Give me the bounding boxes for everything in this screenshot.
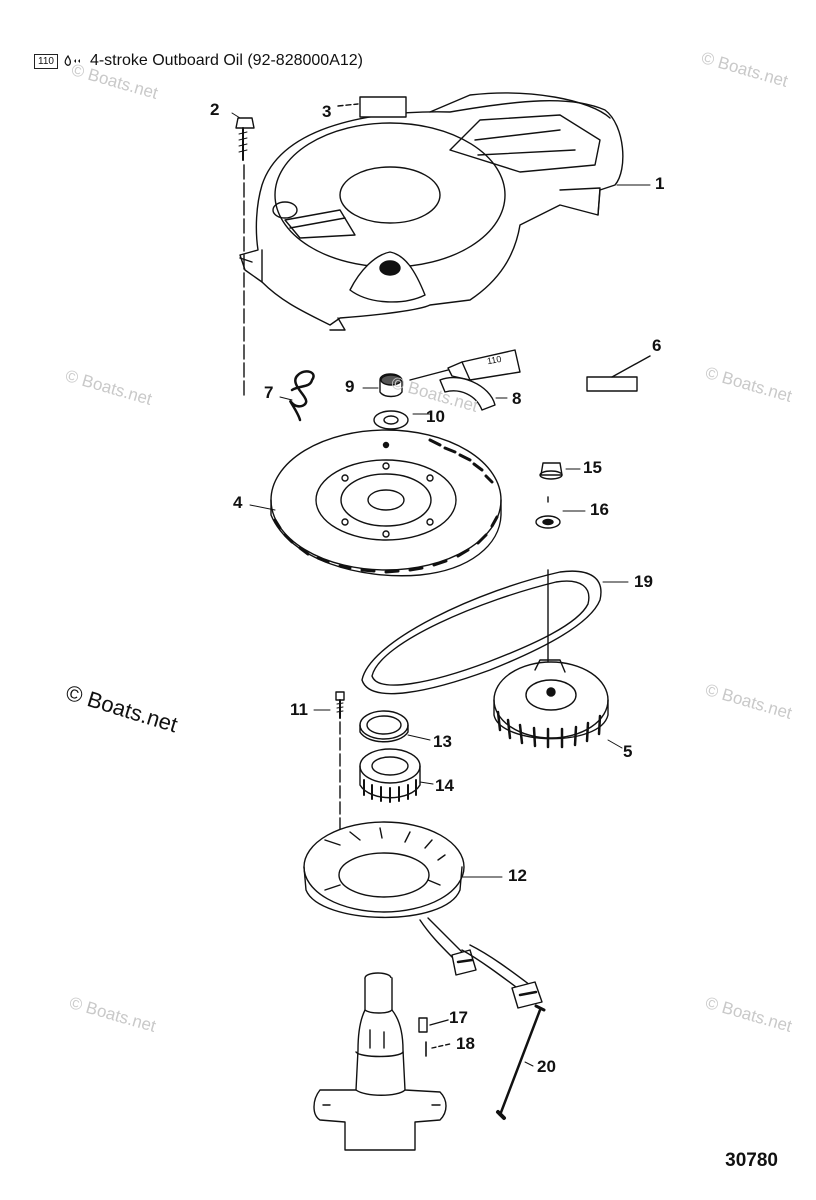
callout-12: 12 <box>508 866 527 885</box>
callout-14: 14 <box>435 776 454 795</box>
decal-part-6 <box>586 376 638 392</box>
crankshaft <box>313 972 447 1151</box>
pin-part-17 <box>418 1017 428 1033</box>
callout-20: 20 <box>537 1057 556 1076</box>
figure-number: 30780 <box>725 1150 778 1171</box>
screw-part-11 <box>335 691 345 841</box>
callout-5: 5 <box>623 742 633 761</box>
callout-7: 7 <box>264 383 274 402</box>
callout-17: 17 <box>449 1008 468 1027</box>
callout-18: 18 <box>456 1034 475 1053</box>
bolt-part-2 <box>235 117 255 399</box>
nut-part-15 <box>539 462 563 480</box>
callout-6: 6 <box>652 336 662 355</box>
callout-9: 9 <box>345 377 355 396</box>
callout-10: 10 <box>426 407 445 426</box>
leader-lines <box>231 112 651 1067</box>
washer-part-10 <box>373 410 409 430</box>
header-note: 110 4-stroke Outboard Oil (92-828000A12) <box>34 52 363 70</box>
flywheel-cover <box>239 92 624 331</box>
oil-text: 4-stroke Outboard Oil (92-828000A12) <box>89 52 363 69</box>
callout-2: 2 <box>210 100 220 119</box>
callout-4: 4 <box>233 493 243 512</box>
gear-part-14 <box>359 748 421 803</box>
washer-part-16 <box>535 496 561 529</box>
decal-part-3 <box>337 96 407 118</box>
callout-16: 16 <box>590 500 609 519</box>
callout-11: 11 <box>290 700 308 719</box>
ring-part-13 <box>359 710 409 743</box>
callout-19: 19 <box>634 572 653 591</box>
pulley-part-5 <box>493 659 609 749</box>
callout-15: 15 <box>583 458 602 477</box>
callout-13: 13 <box>433 732 452 751</box>
nut-part-9 <box>379 373 403 398</box>
oil-drop-icon <box>64 54 80 66</box>
callout-3: 3 <box>322 102 332 121</box>
bolt-part-20 <box>496 1004 546 1120</box>
spring-part-7 <box>289 370 315 422</box>
callout-1: 1 <box>655 174 665 193</box>
flywheel-part-4 <box>270 429 502 577</box>
belt-part-19 <box>361 569 602 695</box>
stator-part-12 <box>303 821 543 1009</box>
oil-tube <box>409 349 521 381</box>
oil-code-box: 110 <box>34 53 58 69</box>
callout-8: 8 <box>512 389 522 408</box>
